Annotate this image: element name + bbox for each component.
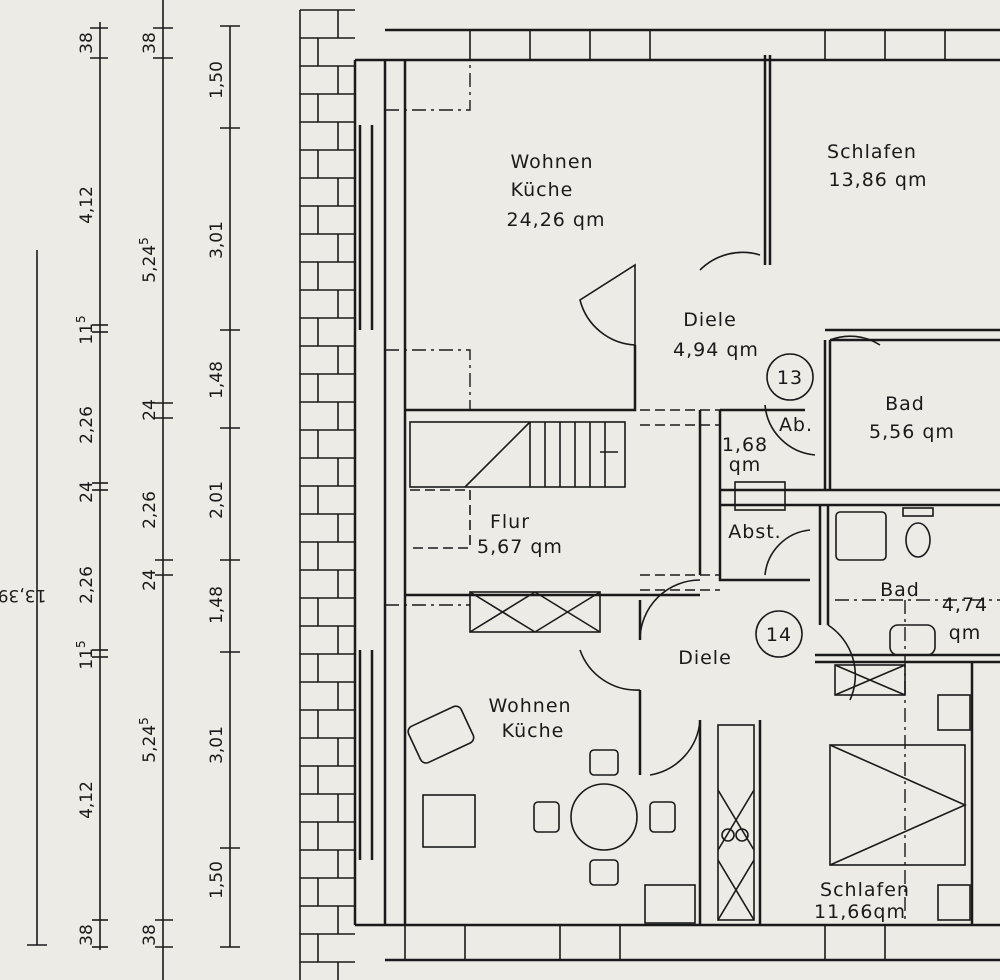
room-name: Schlafen bbox=[827, 141, 917, 163]
bed bbox=[829, 744, 966, 866]
dim-label: 1,50 bbox=[207, 61, 227, 99]
dim-label: 38 bbox=[140, 924, 160, 946]
room-name: Flur bbox=[490, 511, 530, 533]
dim-label: 2,26 bbox=[77, 406, 97, 444]
dim-label: 3,01 bbox=[207, 726, 227, 764]
dim-label: 5,245 bbox=[137, 237, 160, 283]
room-area: 4,74 bbox=[942, 594, 988, 616]
dim-label: 4,12 bbox=[77, 186, 97, 224]
dim-label: 38 bbox=[77, 32, 97, 54]
dim-label: 4,12 bbox=[77, 781, 97, 819]
room-name: Bad bbox=[880, 579, 920, 601]
shower bbox=[835, 511, 887, 561]
room-area-unit: qm bbox=[949, 622, 982, 644]
unit-14-marker bbox=[755, 610, 803, 658]
dim-label: 3,01 bbox=[207, 221, 227, 259]
dim-label: 24 bbox=[140, 569, 160, 591]
dash-dot-lines bbox=[385, 60, 1000, 920]
room-area: 11,66qm bbox=[814, 901, 906, 923]
room-name: Bad bbox=[885, 393, 925, 415]
furniture bbox=[407, 481, 971, 924]
dim-label: 38 bbox=[140, 32, 160, 54]
dim-label: 5,245 bbox=[137, 717, 160, 763]
dim-label: 24 bbox=[77, 481, 97, 503]
room-name: Küche bbox=[502, 720, 565, 742]
room-area: 24,26 qm bbox=[506, 209, 605, 231]
kitchen-counter bbox=[717, 724, 755, 921]
walls bbox=[353, 28, 1000, 962]
room-name: Wohnen bbox=[488, 695, 571, 717]
dimension-chains: 13,39 38 4,12 115 2,26 24 2,26 115 4,12 … bbox=[0, 0, 240, 980]
room-area: 4,94 qm bbox=[673, 339, 759, 361]
room-area: 13,86 qm bbox=[828, 169, 927, 191]
room-labels: Wohnen Küche 24,26 qm Schlafen 13,86 qm … bbox=[477, 141, 988, 923]
room-name: Küche bbox=[511, 179, 574, 201]
staircase bbox=[409, 421, 626, 488]
unit-13-marker bbox=[766, 353, 814, 401]
windows bbox=[404, 29, 1000, 961]
dim-label: 1,50 bbox=[207, 861, 227, 899]
room-name: Diele bbox=[683, 309, 737, 331]
room-area-unit: qm bbox=[729, 454, 762, 476]
room-area: 1,68 bbox=[722, 434, 768, 456]
room-area: 5,56 qm bbox=[869, 421, 955, 443]
unit-number: 13 bbox=[777, 367, 803, 389]
room-name: Diele bbox=[678, 647, 732, 669]
dim-label: 2,26 bbox=[140, 491, 160, 529]
table bbox=[422, 794, 476, 848]
toilet bbox=[905, 522, 931, 558]
room-area: 5,67 qm bbox=[477, 536, 563, 558]
dining-table bbox=[570, 783, 638, 851]
dim-label: 1,48 bbox=[207, 361, 227, 399]
total-dimension-label: 13,39 bbox=[0, 585, 46, 605]
room-name: Ab. bbox=[779, 414, 813, 436]
dim-label: 2,26 bbox=[77, 566, 97, 604]
room-name: Schlafen bbox=[820, 879, 910, 901]
dim-label: 24 bbox=[140, 399, 160, 421]
dim-label: 2,01 bbox=[207, 481, 227, 519]
roof-shingles bbox=[299, 9, 355, 980]
unit-number: 14 bbox=[766, 624, 792, 646]
sink bbox=[889, 624, 936, 656]
room-name: Wohnen bbox=[510, 151, 593, 173]
dim-label: 1,48 bbox=[207, 586, 227, 624]
cabinet bbox=[469, 591, 601, 633]
door-swings bbox=[579, 251, 881, 776]
shaft bbox=[734, 481, 786, 511]
dim-label: 115 bbox=[74, 315, 97, 344]
dim-label: 115 bbox=[74, 640, 97, 669]
room-name: Abst. bbox=[728, 521, 781, 543]
dim-label: 38 bbox=[77, 924, 97, 946]
